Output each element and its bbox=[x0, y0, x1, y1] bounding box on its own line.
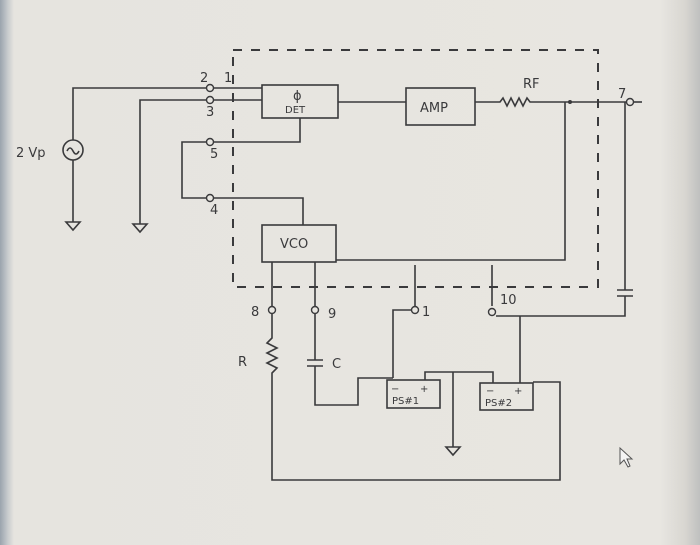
amp-label: AMP bbox=[420, 101, 448, 116]
ground-icon bbox=[444, 446, 462, 457]
vco-block bbox=[261, 224, 337, 263]
feedback-resistor bbox=[475, 96, 627, 108]
terminal-8 bbox=[267, 305, 277, 315]
ps1-plus: + bbox=[420, 384, 428, 395]
terminal-1-lower bbox=[410, 305, 420, 315]
terminal-7 bbox=[625, 97, 635, 107]
wire-terminal-1 bbox=[392, 265, 416, 378]
vco-label: VCO bbox=[280, 237, 308, 252]
ps2-label: PS#2 bbox=[485, 398, 512, 409]
terminal-10 bbox=[487, 307, 497, 317]
power-supply-2 bbox=[479, 382, 534, 411]
phase-detector-label: DET bbox=[285, 105, 306, 116]
amp-block bbox=[405, 87, 476, 126]
source-wires bbox=[72, 87, 206, 222]
ps1-label: PS#1 bbox=[392, 396, 419, 407]
ic-boundary-dashed bbox=[232, 49, 599, 288]
ps1-minus: − bbox=[391, 384, 399, 395]
terminal-4 bbox=[205, 193, 215, 203]
rf-label: RF bbox=[523, 77, 540, 92]
wire-terminal-3 bbox=[139, 99, 206, 224]
terminal-1-label: 1 bbox=[224, 71, 232, 86]
terminal-5-label: 5 bbox=[210, 147, 218, 162]
terminal-1-lower-label: 1 bbox=[422, 305, 430, 320]
wire-vco-control bbox=[336, 102, 566, 261]
ground-icon bbox=[64, 221, 82, 232]
wire-common-ground bbox=[424, 371, 494, 447]
terminal-3 bbox=[205, 95, 215, 105]
terminal-9 bbox=[310, 305, 320, 315]
ps2-plus: + bbox=[514, 386, 522, 397]
sine-glyph bbox=[66, 147, 80, 155]
terminal-10-label: 10 bbox=[500, 293, 517, 308]
terminal-3-label: 3 bbox=[206, 105, 214, 120]
terminal-2-label: 2 bbox=[200, 71, 208, 86]
source-label: 2 Vp bbox=[16, 146, 46, 161]
mouse-cursor-icon bbox=[619, 446, 634, 468]
power-supply-1 bbox=[386, 379, 441, 409]
junction-dot bbox=[568, 100, 572, 104]
ground-icon bbox=[131, 223, 149, 234]
c-label: C bbox=[332, 357, 341, 372]
wire-det-inputs bbox=[214, 87, 262, 101]
r-label: R bbox=[238, 355, 247, 370]
wire-loop-5-4 bbox=[181, 118, 304, 225]
capacitor-c bbox=[307, 262, 393, 406]
ps2-minus: − bbox=[486, 386, 494, 397]
terminal-7-label: 7 bbox=[618, 87, 626, 102]
terminal-2 bbox=[205, 83, 215, 93]
terminal-8-label: 8 bbox=[251, 305, 259, 320]
resistor-r bbox=[265, 262, 561, 481]
phase-symbol: ϕ bbox=[293, 89, 302, 104]
wire-terminal-10 bbox=[491, 102, 633, 383]
terminal-5 bbox=[205, 137, 215, 147]
terminal-9-label: 9 bbox=[328, 307, 336, 322]
terminal-4-label: 4 bbox=[210, 203, 218, 218]
